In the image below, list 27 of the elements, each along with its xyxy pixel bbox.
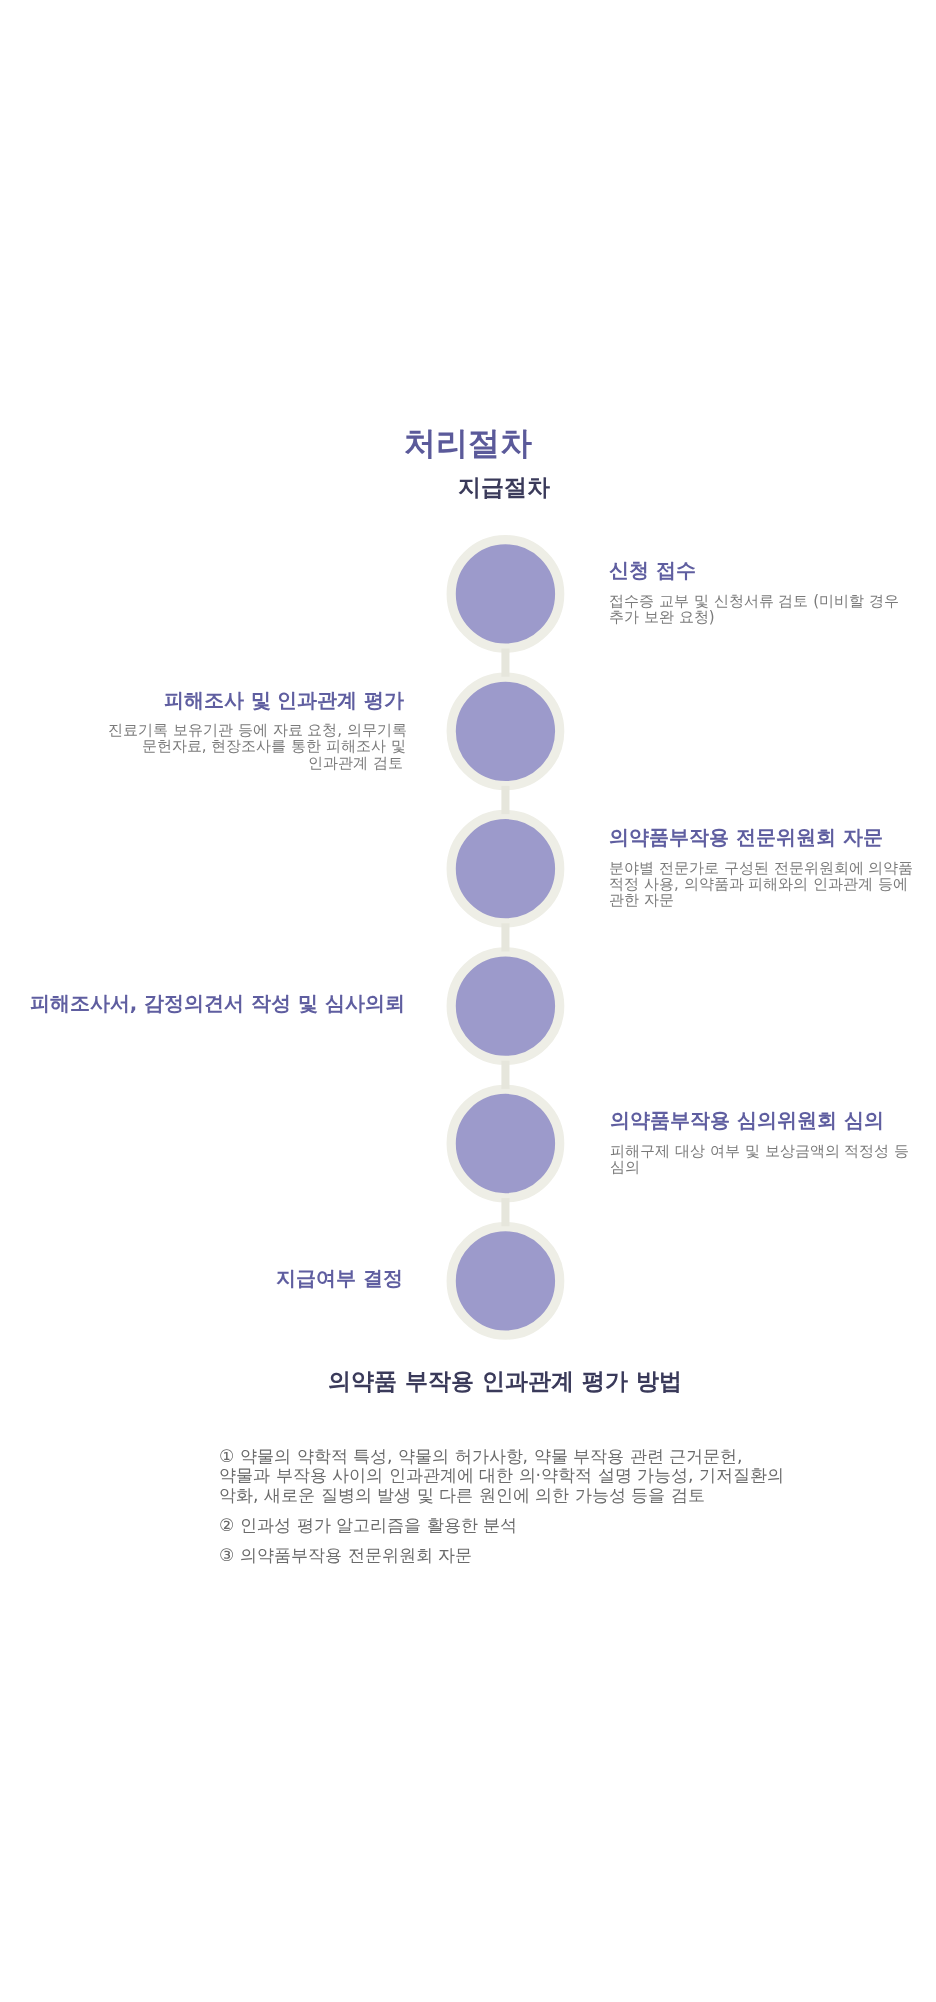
diagram-title: 처리절차	[403, 423, 532, 462]
connector	[500, 1197, 509, 1226]
label: ③ 의약품부작용 전문위원회 자문	[218, 1544, 472, 1565]
node-label: 신청 접수	[608, 558, 696, 582]
connector	[500, 922, 509, 951]
node-circle	[446, 534, 564, 653]
node-circle	[446, 809, 564, 928]
connector	[500, 648, 509, 677]
label: 의약품 부작용 인과관계 평가 방법	[327, 1367, 682, 1394]
node-label: 지급여부 결정	[275, 1266, 403, 1290]
node-circle	[446, 1221, 564, 1340]
node-label: 접수증 교부 및 신청서류 검토 (미비할 경우 추가 보완 요청)	[608, 591, 899, 626]
node-circle	[446, 671, 564, 790]
connector	[500, 785, 509, 814]
label: 지급절차	[457, 473, 550, 500]
node-circle	[446, 946, 564, 1065]
connector	[500, 1060, 509, 1089]
label: ② 인과성 평가 알고리즘을 활용한 분석	[218, 1514, 517, 1535]
node-label: 분야별 전문가로 구성된 전문위원회에 의약품 적정 사용, 의약품과 피해와의 인과관계 등에 관한 자문	[608, 858, 913, 909]
node-label: 피해조사서, 감정의견서 작성 및 심사의뢰	[29, 991, 405, 1015]
node-label: 피해구제 대상 여부 및 보상금액의 적정성 등 심의	[610, 1141, 909, 1176]
label: ① 약물의 약학적 특성, 약물의 허가사항, 약물 부작용 관련 근거문헌, 약물과 부작용 사이의 인과관계에 대한 의·약학적 설명 가능성, 기저질환의 악화, 새로운 질병의 발생 및 다른 원인에 의한 가능성 등을 검토	[218, 1445, 784, 1505]
node-circle	[446, 1084, 564, 1202]
node-label: 피해조사 및 인과관계 평가	[163, 688, 404, 712]
node-label: 의약품부작용 심의위원회 심의	[610, 1108, 884, 1132]
node-label: 진료기록 보유기관 등에 자료 요청, 의무기록 문헌자료, 현장조사를 통한 피해조사 및 인과관계 검토	[107, 720, 407, 772]
node-label: 의약품부작용 전문위원회 자문	[608, 825, 883, 849]
